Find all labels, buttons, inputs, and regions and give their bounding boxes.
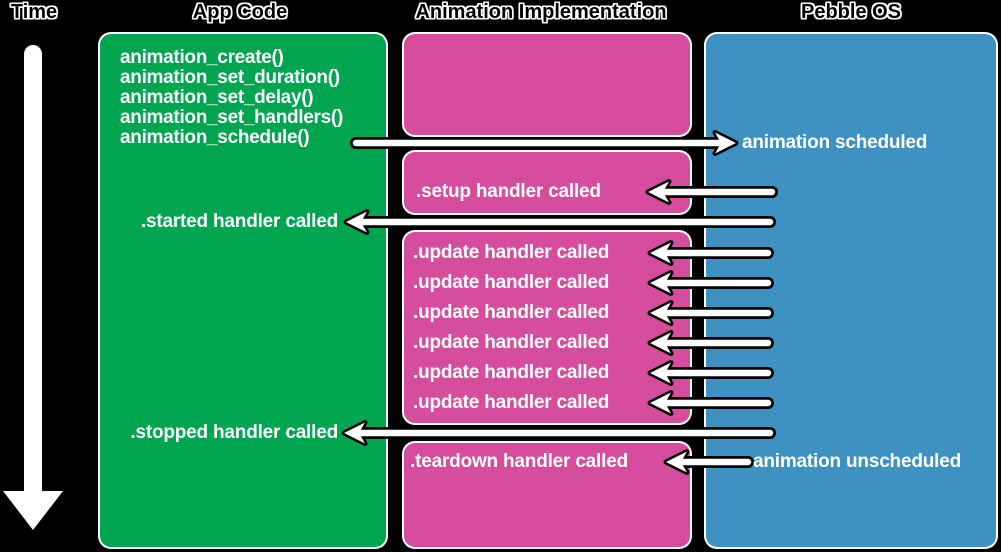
time-axis-label: Time — [10, 1, 58, 23]
teardown-arrow — [663, 449, 754, 475]
time-arrow — [0, 41, 67, 534]
lane-box-animation-implementation-2 — [404, 152, 690, 213]
lane-title-app-code: App Code — [192, 1, 288, 23]
code-line-5: animation_schedule() — [120, 127, 310, 148]
event-label-update-handler-called-3: .update handler called — [413, 302, 610, 323]
update-arrow-1 — [647, 240, 774, 266]
code-line-2: animation_set_duration() — [120, 67, 340, 88]
event-label-started-handler-called: .started handler called — [140, 211, 338, 232]
event-label-update-handler-called-4: .update handler called — [413, 332, 610, 353]
event-label-update-handler-called-1: .update handler called — [413, 242, 610, 263]
app-code-function-list: animation_create()animation_set_duration… — [120, 48, 343, 148]
lane-box-pebble-os — [706, 34, 996, 547]
lane-title-pebble-os: Pebble OS — [800, 1, 902, 23]
started-arrow — [343, 209, 776, 235]
code-line-1: animation_create() — [120, 47, 284, 68]
stopped-arrow — [341, 420, 776, 446]
update-arrow-3 — [647, 300, 774, 326]
code-line-4: animation_set_handlers() — [120, 107, 343, 128]
lane-box-app-code — [100, 34, 386, 547]
lane-box-animation-implementation-4 — [404, 443, 690, 547]
lane-box-animation-implementation-3 — [404, 232, 690, 423]
setup-arrow — [645, 179, 778, 205]
event-label-animation-scheduled: animation scheduled — [742, 132, 928, 153]
event-label-stopped-handler-called: .stopped handler called — [130, 422, 338, 443]
update-arrow-4 — [647, 330, 774, 356]
update-arrow-2 — [647, 270, 774, 296]
lane-box-animation-implementation-1 — [404, 34, 690, 135]
event-label-setup-handler-called: .setup handler called — [416, 181, 601, 202]
event-label-animation-unscheduled: animation unscheduled — [753, 451, 961, 472]
lane-title-animation-implementation: Animation Implementation — [415, 1, 667, 23]
event-label-update-handler-called-5: .update handler called — [413, 362, 610, 383]
event-label-update-handler-called-2: .update handler called — [413, 272, 610, 293]
event-label-update-handler-called-6: .update handler called — [413, 392, 610, 413]
event-label-teardown-handler-called: .teardown handler called — [410, 451, 628, 472]
update-arrow-5 — [647, 360, 774, 386]
schedule-arrow — [350, 130, 739, 156]
update-arrow-6 — [647, 390, 774, 416]
code-line-3: animation_set_delay() — [120, 87, 314, 108]
